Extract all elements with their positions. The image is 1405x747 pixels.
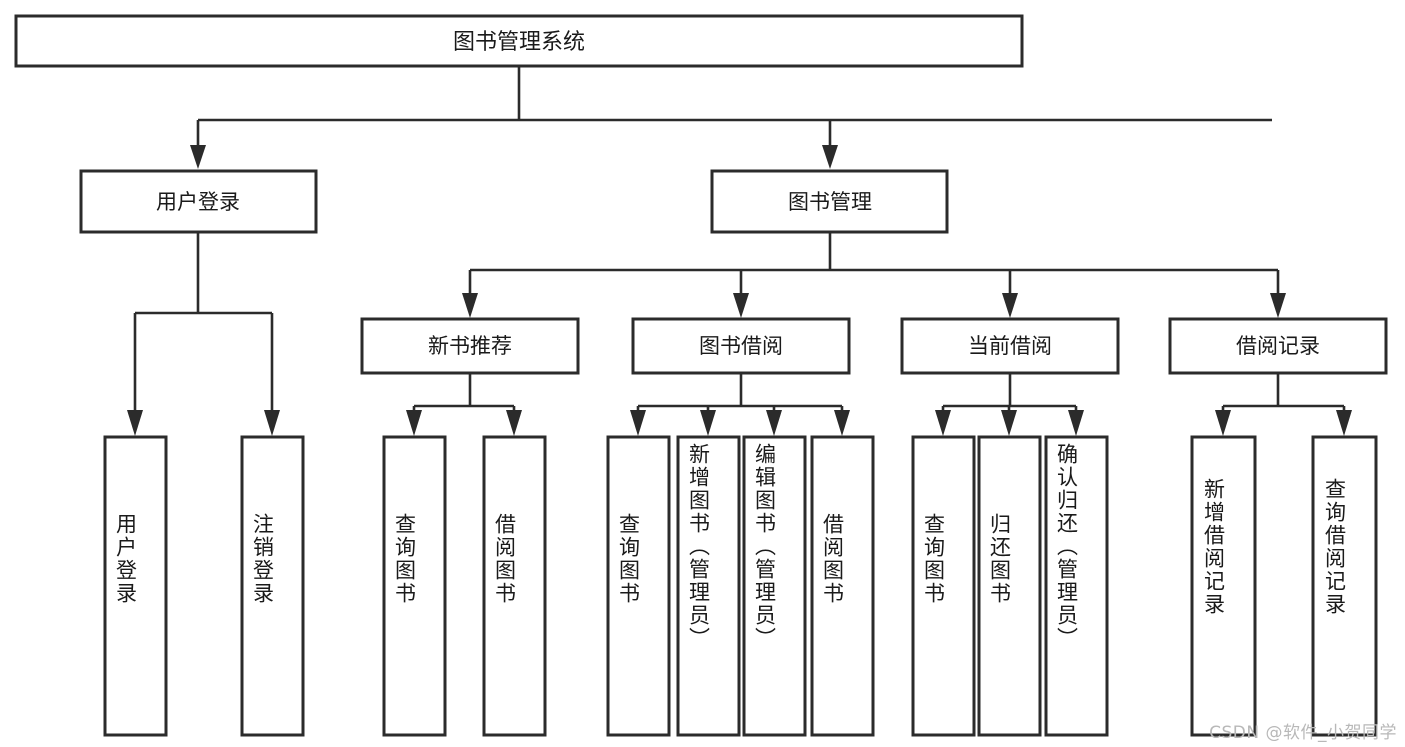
- leaf-box-borrow-record-2[interactable]: [1311, 435, 1378, 737]
- connector-user-login-to-leaves: [127, 232, 280, 436]
- leaf-box-current-borrow-1[interactable]: [911, 435, 976, 737]
- leaf-box-current-borrow-2[interactable]: [977, 435, 1042, 737]
- leaf-box-new-book-1[interactable]: [382, 435, 447, 737]
- leaf-box-book-borrow-2[interactable]: [676, 435, 741, 737]
- arrow-head-book-manage: [822, 145, 838, 169]
- node-new-book-recommend-label: 新书推荐: [428, 334, 512, 358]
- node-book-borrow-label: 图书借阅: [699, 334, 783, 358]
- arrow-head-user-login: [190, 145, 206, 169]
- node-current-borrow-label: 当前借阅: [968, 334, 1052, 358]
- leaf-box-new-book-2[interactable]: [482, 435, 547, 737]
- node-book-management-label: 图书管理: [788, 190, 872, 214]
- node-borrow-record-label: 借阅记录: [1236, 334, 1320, 358]
- leaf-box-borrow-record-1[interactable]: [1190, 435, 1257, 737]
- connector-current-borrow-to-leaves: [935, 373, 1084, 436]
- node-root-label: 图书管理系统: [453, 30, 585, 55]
- node-new-book-recommend[interactable]: 新书推荐: [360, 317, 580, 375]
- leaf-box-current-borrow-3[interactable]: [1044, 435, 1109, 737]
- leaf-box-book-borrow-4[interactable]: [810, 435, 875, 737]
- node-book-management[interactable]: 图书管理: [710, 169, 949, 234]
- connector-root-to-level2: [190, 66, 1272, 169]
- node-user-login-label: 用户登录: [156, 190, 240, 214]
- node-root-book-management-system[interactable]: 图书管理系统: [14, 14, 1024, 68]
- node-borrow-record[interactable]: 借阅记录: [1168, 317, 1388, 375]
- leaf-boxes: [103, 435, 1378, 737]
- leaf-box-book-borrow-3[interactable]: [742, 435, 807, 737]
- connector-borrow-record-to-leaves: [1215, 373, 1352, 436]
- node-book-borrow[interactable]: 图书借阅: [631, 317, 851, 375]
- connector-new-book-to-leaves: [406, 373, 522, 436]
- csdn-watermark: CSDN @软件_小贺同学: [1209, 723, 1397, 743]
- node-user-login[interactable]: 用户登录: [79, 169, 318, 234]
- leaf-box-user-login-1[interactable]: [103, 435, 168, 737]
- leaf-box-user-login-2[interactable]: [240, 435, 305, 737]
- leaf-box-book-borrow-1[interactable]: [606, 435, 671, 737]
- connector-book-manage-to-level3: [462, 232, 1286, 318]
- connector-book-borrow-to-leaves: [630, 373, 850, 436]
- node-current-borrow[interactable]: 当前借阅: [900, 317, 1120, 375]
